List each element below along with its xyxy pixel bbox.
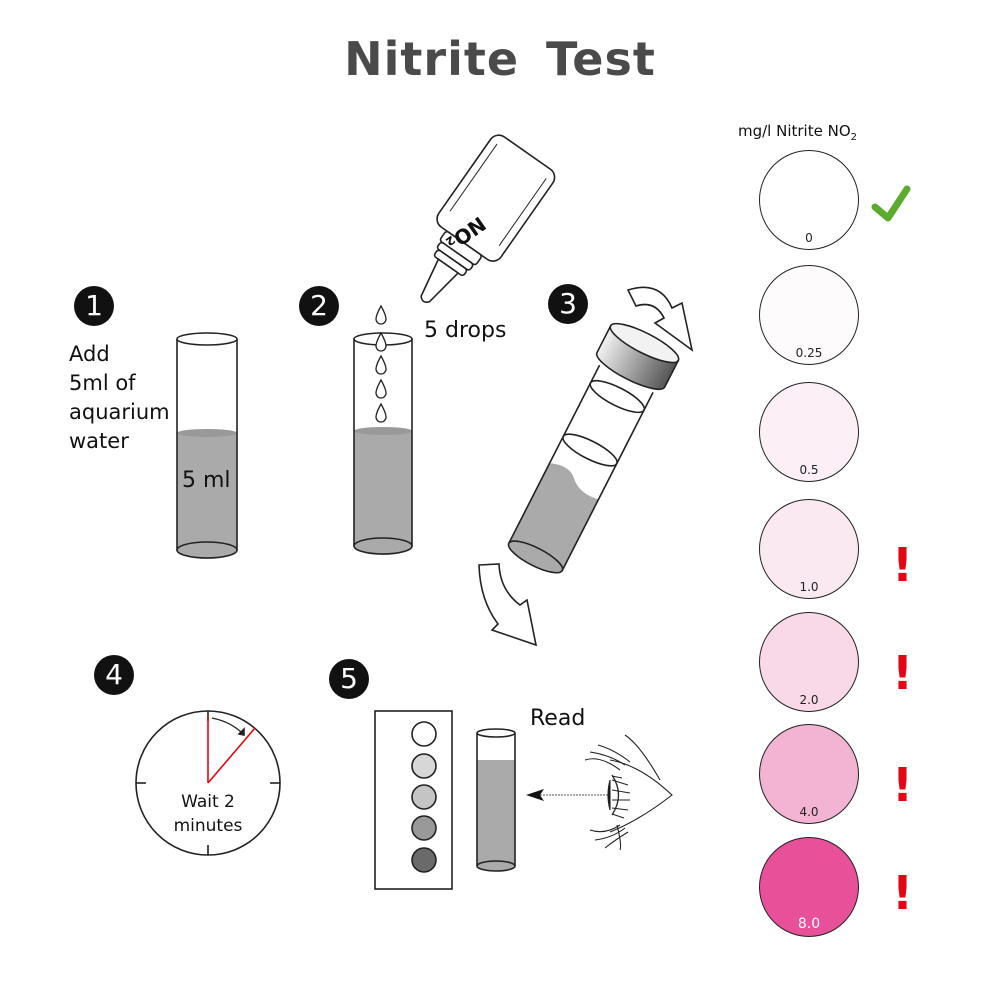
check-icon bbox=[871, 185, 911, 222]
scale-level-2.0: 2.0 bbox=[759, 612, 859, 712]
scale-level-0.5: 0.5 bbox=[759, 382, 859, 482]
warning-icon: ! bbox=[892, 538, 913, 592]
step-badge-4: 4 bbox=[94, 655, 134, 695]
step1-instruction: Add 5ml of aquarium water bbox=[69, 342, 170, 453]
step2-tube-icon bbox=[353, 332, 413, 555]
timer-icon bbox=[135, 710, 281, 856]
scale-level-8.0: 8.0 bbox=[759, 837, 859, 937]
scale-level-1.0: 1.0 bbox=[759, 499, 859, 599]
drops-icon bbox=[375, 304, 387, 423]
scale-heading: mg/l Nitrite NO2 bbox=[738, 122, 858, 143]
scale-level-0: 0 bbox=[759, 150, 859, 250]
warning-icon: ! bbox=[892, 866, 913, 920]
step1-tube-icon bbox=[176, 332, 238, 559]
wait-label: Wait 2 minutes bbox=[173, 792, 243, 836]
step-badge-5: 5 bbox=[329, 659, 369, 699]
rotate-arrow-icon bbox=[626, 286, 694, 352]
warning-icon: ! bbox=[892, 646, 913, 700]
drops-label: 5 drops bbox=[424, 318, 507, 343]
step5-tube-icon bbox=[476, 728, 516, 872]
tube-volume-label: 5 ml bbox=[182, 468, 231, 493]
eye-icon bbox=[584, 734, 673, 851]
warning-icon: ! bbox=[892, 758, 913, 812]
step-badge-2: 2 bbox=[299, 286, 339, 326]
page-title: Nitrite Test bbox=[344, 32, 656, 86]
step3-tube-icon bbox=[507, 322, 680, 574]
sight-arrow-icon bbox=[526, 789, 608, 801]
scale-level-4.0: 4.0 bbox=[759, 724, 859, 824]
down-arrow-icon bbox=[478, 563, 538, 647]
scale-level-0.25: 0.25 bbox=[759, 265, 859, 365]
color-card-icon bbox=[374, 710, 453, 890]
read-label: Read bbox=[530, 706, 586, 731]
step-badge-1: 1 bbox=[74, 286, 114, 326]
reagent-bottle-icon bbox=[420, 134, 556, 303]
step-badge-3: 3 bbox=[548, 284, 588, 324]
